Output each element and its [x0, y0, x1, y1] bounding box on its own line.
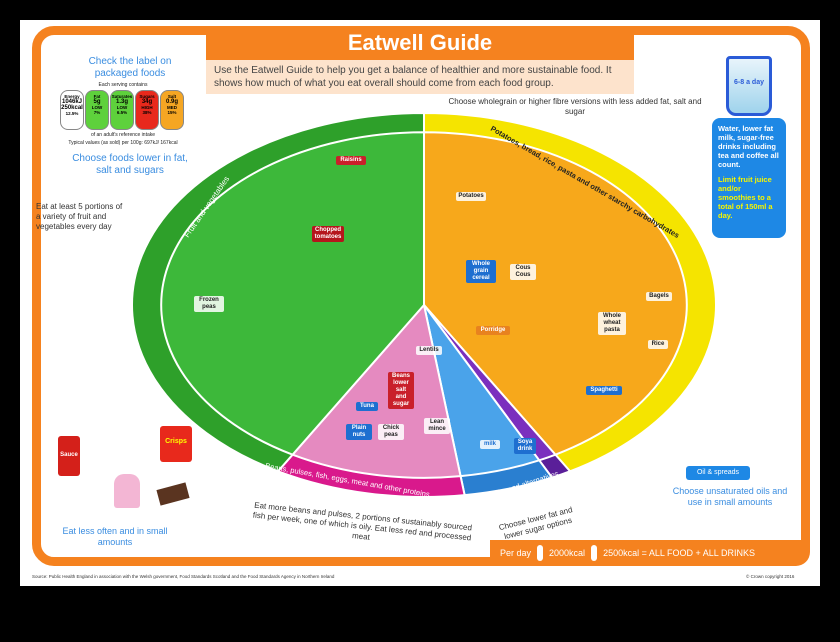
fruit-veg-segment — [160, 131, 425, 456]
drinks-text: Water, lower fat milk, sugar-free drinks… — [718, 124, 779, 169]
pill-level: MED — [167, 105, 177, 110]
glass-text: 6-8 a day — [734, 79, 764, 86]
source-text: Source: Public Health England in associa… — [32, 574, 335, 579]
choose-lower-text: Choose foods lower in fat, salt and suga… — [72, 153, 188, 176]
starchy-segment — [423, 131, 688, 456]
food-label-porridge: Porridge — [476, 326, 510, 335]
man-icon — [591, 545, 598, 561]
pill-level: HIGH — [141, 105, 153, 110]
pill-pct: 7% — [93, 110, 101, 115]
sauce-text: Sauce — [60, 452, 78, 458]
sauce-bottle-icon: Sauce — [58, 436, 80, 476]
eatwell-guide: Eatwell Guide Use the Eatwell Guide to h… — [20, 20, 820, 586]
pill-amount: 5g — [93, 99, 101, 105]
copyright-text: © Crown copyright 2016 — [746, 574, 795, 579]
food-label-whole-grain-cereal: Whole grain cereal — [466, 260, 496, 283]
pill-name: Energy — [64, 94, 80, 99]
water-glass-icon: 6-8 a day — [726, 56, 772, 116]
woman-icon — [537, 545, 544, 561]
pill-amount: 1.3g — [115, 99, 128, 105]
each-serving: Each serving contains — [98, 82, 148, 88]
juice-limit: Limit fruit juice and/or smoothies to a … — [718, 175, 773, 220]
pill-pct: 15% — [167, 110, 177, 115]
food-label-rice: Rice — [648, 340, 668, 349]
food-label-potatoes: Potatoes — [456, 192, 486, 201]
pill-pct: 6.5% — [116, 110, 128, 115]
food-label-frozen-peas: Frozen peas — [194, 296, 224, 312]
eat-less-often-text: Eat less often and in small amounts — [62, 526, 168, 547]
food-label-chick-peas: Chick peas — [378, 424, 404, 440]
food-label-plain-nuts: Plain nuts — [346, 424, 372, 440]
pill-name: Sugars — [139, 94, 155, 99]
oil-spreads-label: Oil & spreads — [686, 466, 750, 480]
pill-amount: 1046kJ 250kcal — [61, 99, 83, 111]
plate: Fruit and vegetables Potatoes, bread, ri… — [131, 111, 717, 500]
chocolate-icon — [156, 482, 190, 506]
pill-amount: 0.9g — [165, 99, 178, 105]
food-label-bagels: Bagels — [646, 292, 672, 301]
food-label-milk: milk — [480, 440, 500, 449]
check-label-heading: Check the label on packaged foods — [88, 56, 172, 79]
typical-values: Typical values (as sold) per 100g: 697kJ… — [68, 140, 178, 146]
pill-pct: 12.5% — [65, 111, 79, 116]
fruit-veg-advice: Eat at least 5 portions of a variety of … — [36, 202, 123, 231]
crisps-text: Crisps — [165, 438, 187, 445]
food-label-tuna: Tuna — [356, 402, 378, 411]
food-label-lentils: Lentils — [416, 346, 442, 355]
pill-level: LOW — [91, 105, 103, 110]
reference-intake: of an adult's reference intake — [90, 132, 156, 138]
food-label-cous-cous: Cous Cous — [510, 264, 536, 280]
pill-amount: 34g — [141, 99, 153, 105]
food-label-spaghetti: Spaghetti — [586, 386, 622, 395]
women-kcal: 2000kcal — [549, 548, 586, 558]
food-label-lean-mince: Lean mince — [424, 418, 450, 434]
pill-pct: 38% — [142, 110, 152, 115]
oil-advice: Choose unsaturated oils and use in small… — [672, 486, 788, 507]
intro-text: Use the Eatwell Guide to help you get a … — [206, 60, 634, 94]
pill-level: LOW — [116, 105, 128, 110]
pill-name: Salt — [167, 94, 177, 99]
pill-name: Fat — [93, 94, 101, 99]
men-kcal: 2500kcal = ALL FOOD + ALL DRINKS — [603, 548, 755, 558]
food-label-chopped-tomatoes: Chopped tomatoes — [312, 226, 344, 242]
starchy-advice: Choose wholegrain or higher fibre versio… — [448, 97, 702, 116]
ice-cream-icon — [114, 474, 140, 508]
food-label-soya-drink: Soya drink — [514, 438, 536, 454]
food-label-raisins: Raisins — [336, 156, 366, 165]
page-title: Eatwell Guide — [206, 26, 634, 60]
treats-image: Sauce Crisps — [54, 420, 194, 530]
drinks-panel: Water, lower fat milk, sugar-free drinks… — [712, 118, 786, 238]
food-label-whole-wheat-pasta: Whole wheat pasta — [598, 312, 626, 335]
crisps-icon: Crisps — [160, 426, 192, 462]
food-label-beans: Beans lower salt and sugar — [388, 372, 414, 409]
per-day: Per day — [500, 548, 532, 558]
calories-bar: Per day 2000kcal 2500kcal = ALL FOOD + A… — [490, 540, 810, 566]
pill-name: Saturates — [111, 94, 133, 99]
